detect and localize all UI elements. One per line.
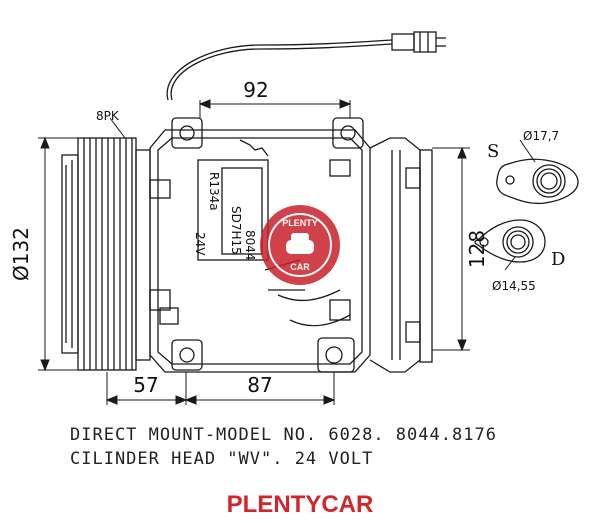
dimension-lines <box>38 99 536 405</box>
voltage-label: 24V <box>193 232 207 256</box>
pulley <box>61 137 151 371</box>
watermark-top-text: PLENTY <box>282 218 318 228</box>
port-s-diameter: Ø17,7 <box>523 129 559 143</box>
caption-line-1: DIRECT MOUNT-MODEL NO. 6028. 8044.8176 <box>70 425 497 445</box>
brand-name: PLENTYCAR <box>226 491 374 518</box>
caption-line-2: CILINDER HEAD "WV". 24 VOLT <box>70 449 374 469</box>
port-s-label: S <box>487 141 499 162</box>
diameter-dimension: Ø132 <box>9 227 33 281</box>
port-s-fitting <box>496 158 579 205</box>
port-d-fitting <box>474 219 546 263</box>
belt-label: 8PK <box>96 109 120 123</box>
compressor-body <box>149 117 371 373</box>
wire-connector <box>391 31 446 53</box>
height-dimension: 128 <box>465 230 489 268</box>
right-dimension: 87 <box>247 373 272 397</box>
number-label: 8044 <box>243 230 257 261</box>
refrigerant-label: R134a <box>207 172 221 211</box>
left-dimension: 57 <box>133 373 158 397</box>
watermark-bottom-text: CAR <box>290 262 310 272</box>
port-d-label: D <box>551 249 565 270</box>
port-d-diameter: Ø14,55 <box>492 279 536 293</box>
rear-housing <box>369 137 433 373</box>
sensor-wire <box>166 39 393 101</box>
width-dimension: 92 <box>243 78 268 102</box>
model-label: SD7H15 <box>229 206 243 255</box>
label-plate <box>197 159 269 261</box>
plentycar-watermark <box>260 205 340 285</box>
